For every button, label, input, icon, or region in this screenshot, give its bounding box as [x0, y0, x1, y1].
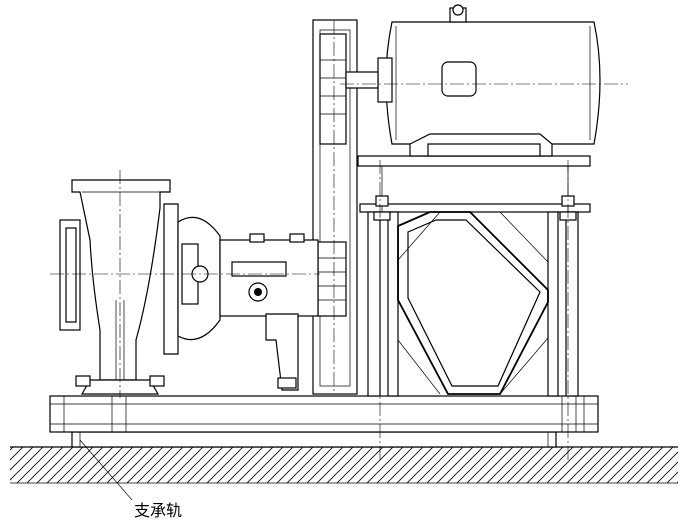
pump-bracket	[163, 203, 319, 391]
motor-stand	[357, 155, 591, 397]
ground-hatching	[10, 446, 678, 484]
base-frame	[49, 395, 599, 433]
centerlines	[50, 20, 628, 460]
motor-pulley	[319, 33, 347, 145]
support-rail-callout: 支承轨	[79, 439, 182, 520]
support-rail	[71, 431, 557, 448]
support-rail-label: 支承轨	[134, 502, 182, 520]
pump-casing	[59, 179, 171, 395]
electric-motor	[345, 4, 601, 157]
pump-pulley	[317, 241, 347, 317]
